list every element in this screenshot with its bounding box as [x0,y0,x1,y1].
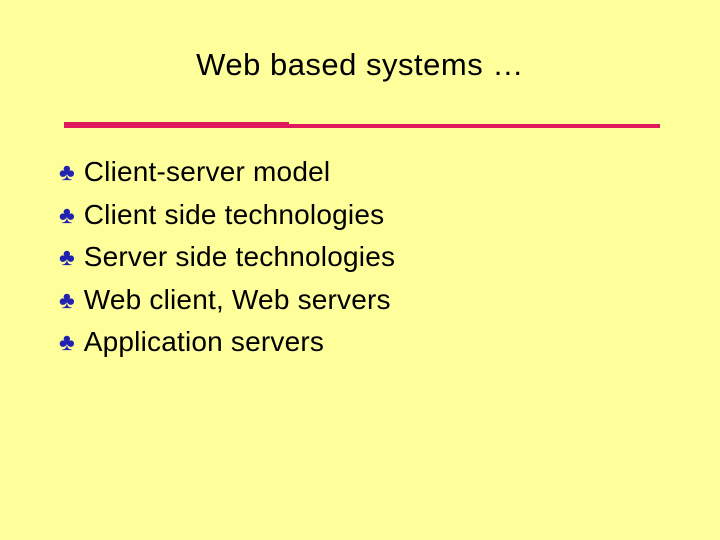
bullet-label: Server side technologies [83,241,396,273]
club-bullet-icon: ♣ [59,329,75,357]
bullet-label: Client-server model [83,156,331,188]
club-bullet-icon: ♣ [59,201,75,229]
list-item: ♣ Web client, Web servers [59,279,395,322]
club-bullet-icon: ♣ [59,159,75,187]
bullet-label: Application servers [83,326,325,358]
title-divider-line [64,121,660,128]
slide-title: Web based systems … [196,47,524,82]
club-bullet-icon: ♣ [59,286,75,314]
bullet-list: ♣ Client-server model ♣ Client side tech… [59,151,395,364]
list-item: ♣ Application servers [59,321,395,364]
bullet-label: Client side technologies [83,198,385,230]
divider-thin-segment [289,124,660,128]
list-item: ♣ Client-server model [59,151,395,194]
list-item: ♣ Server side technologies [59,236,395,279]
divider-thick-segment [64,122,289,128]
bullet-label: Web client, Web servers [83,283,391,315]
list-item: ♣ Client side technologies [59,194,395,237]
club-bullet-icon: ♣ [59,244,75,272]
